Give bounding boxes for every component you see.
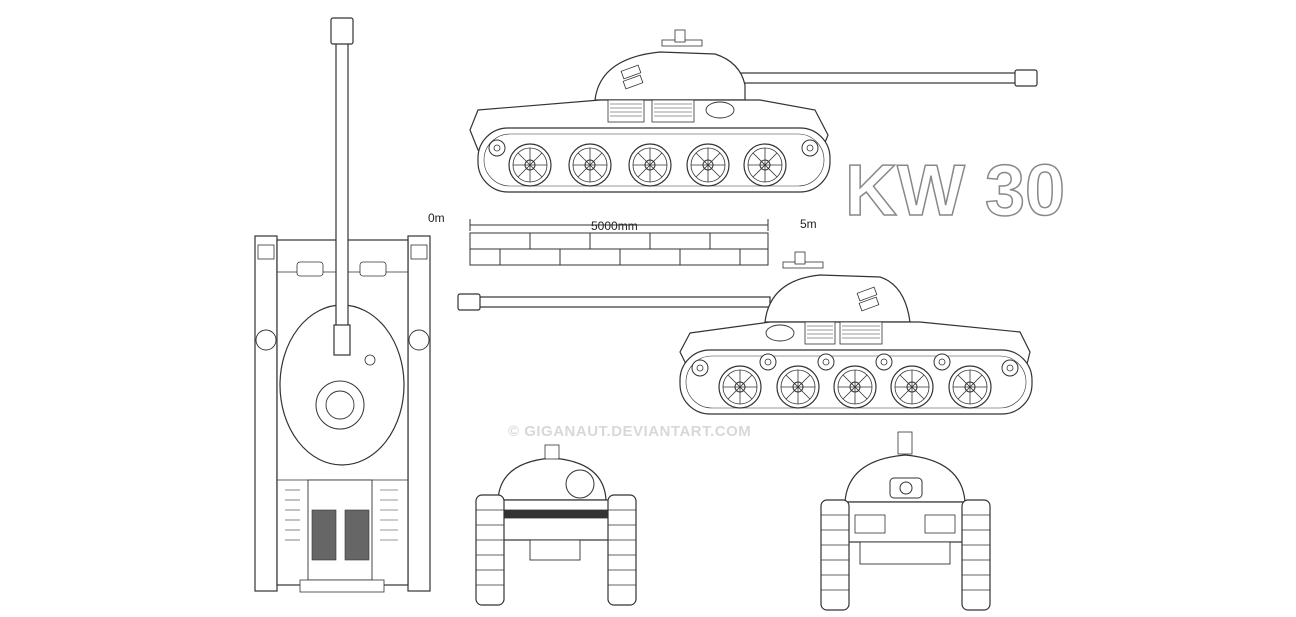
top-vent-left <box>311 509 337 561</box>
side-view-left <box>457 251 1033 415</box>
top-view <box>254 17 431 593</box>
side2-gun-barrel <box>469 296 771 308</box>
side1-gun-barrel <box>734 72 1026 84</box>
scale-length-label: 5000mm <box>591 219 638 233</box>
watermark-text: © GIGANAUT.DEVIANTART.COM <box>508 423 751 440</box>
top-right-track <box>407 235 431 592</box>
side-view-right <box>469 29 1038 193</box>
top-vent-right <box>344 509 370 561</box>
front-view <box>820 431 991 611</box>
side1-turret <box>594 51 746 101</box>
tank-title: KW 30 <box>845 151 1065 231</box>
rear-hull <box>479 499 631 541</box>
top-gun-barrel <box>335 39 349 331</box>
scale-end-label: 5m <box>800 217 817 231</box>
top-left-track <box>254 235 278 592</box>
side2-turret <box>764 274 911 323</box>
scale-start-label: 0m <box>428 211 445 225</box>
rear-view <box>475 444 637 606</box>
scale-bar <box>469 219 769 266</box>
front-hull <box>827 501 985 543</box>
